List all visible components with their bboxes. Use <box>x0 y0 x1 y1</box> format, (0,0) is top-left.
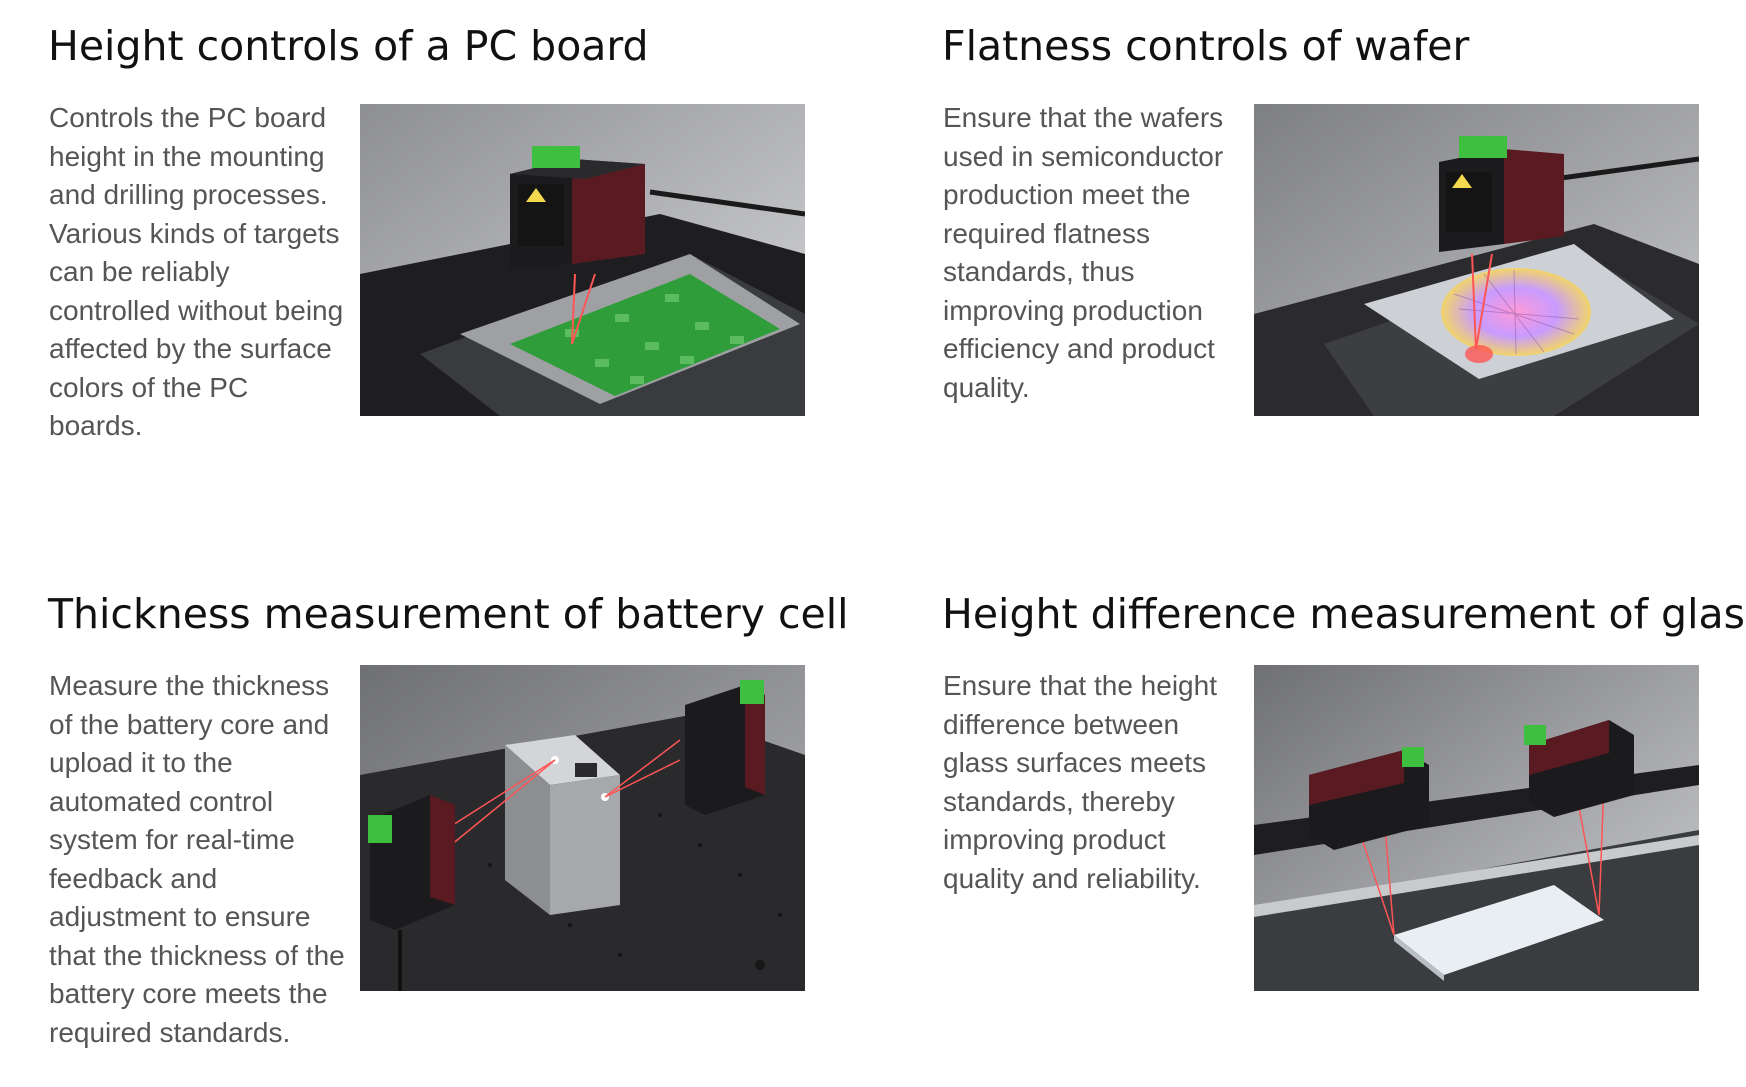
card-description: Measure the thickness of the battery cor… <box>49 670 345 1048</box>
card-title: Thickness measurement of battery cell <box>48 590 849 638</box>
card-description: Controls the PC board height in the moun… <box>49 102 344 441</box>
card-description: Ensure that the wafers used in semicondu… <box>943 102 1224 403</box>
card-title: Height controls of a PC board <box>48 22 649 70</box>
card-title: Height difference measurement of glass <box>942 590 1746 638</box>
battery-laser-sensor-image <box>360 665 805 991</box>
glass-laser-sensor-image <box>1254 665 1699 991</box>
wafer-laser-sensor-image <box>1254 104 1699 416</box>
pcb-laser-sensor-image <box>360 104 805 416</box>
card-title: Flatness controls of wafer <box>942 22 1470 70</box>
card-description: Ensure that the height difference betwee… <box>943 670 1217 894</box>
